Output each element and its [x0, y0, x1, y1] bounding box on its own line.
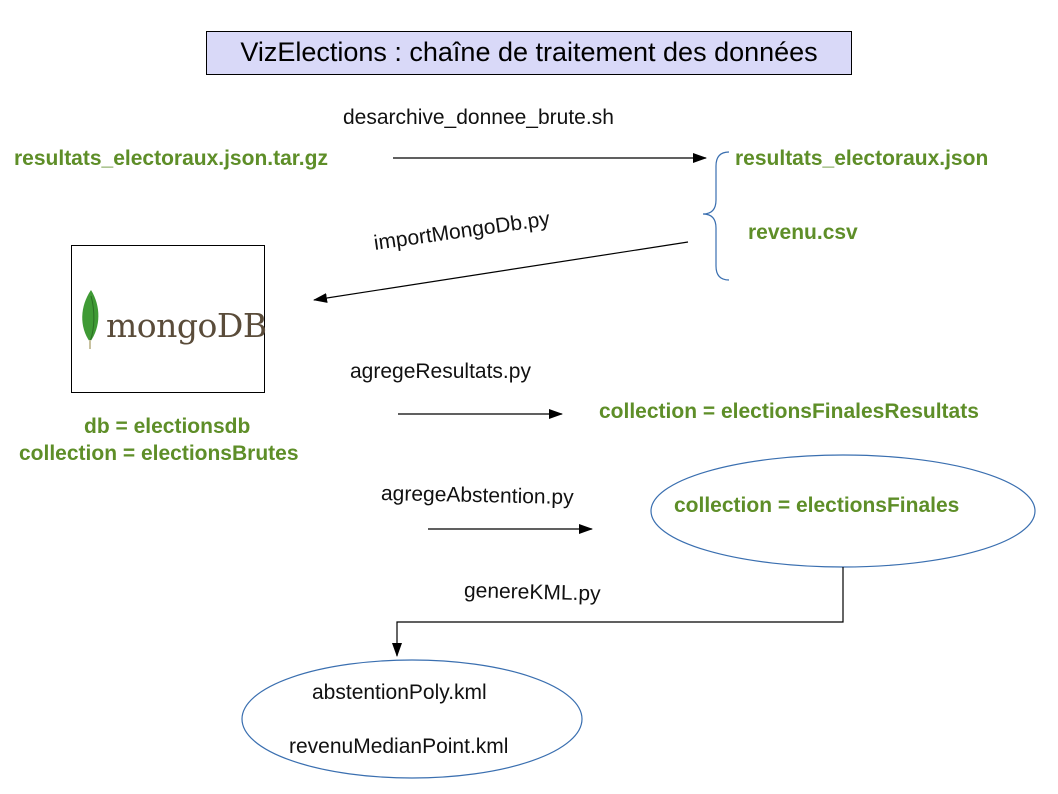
file-archive-label: resultats_electoraux.json.tar.gz — [14, 147, 328, 170]
script-desarchive-label: desarchive_donnee_brute.sh — [343, 106, 614, 129]
file-csv-label: revenu.csv — [748, 221, 858, 244]
mongo-collection-label: collection = electionsBrutes — [19, 442, 299, 465]
output-revenu-label: revenuMedianPoint.kml — [289, 735, 509, 758]
mongodb-logo-text: mongoDB — [106, 306, 267, 345]
script-agrege-abstention-label: agregeAbstention.py — [380, 482, 574, 510]
collection-finales-label: collection = electionsFinales — [674, 494, 960, 517]
mongo-db-label: db = electionsdb — [84, 415, 251, 438]
file-json-label: resultats_electoraux.json — [735, 147, 989, 170]
script-agrege-resultats-label: agregeResultats.py — [350, 360, 531, 383]
mongodb-logo-box — [71, 245, 265, 393]
collection-finales-resultats-label: collection = electionsFinalesResultats — [599, 400, 979, 423]
page-title: VizElections : chaîne de traitement des … — [206, 31, 852, 75]
script-genere-kml-label: genereKML.py — [463, 579, 601, 606]
ellipse-kml-outputs — [241, 659, 583, 779]
output-abstention-label: abstentionPoly.kml — [312, 681, 487, 704]
brace-icon — [702, 151, 730, 281]
arrow-genere-kml — [392, 567, 844, 657]
arrow-import — [313, 241, 689, 303]
